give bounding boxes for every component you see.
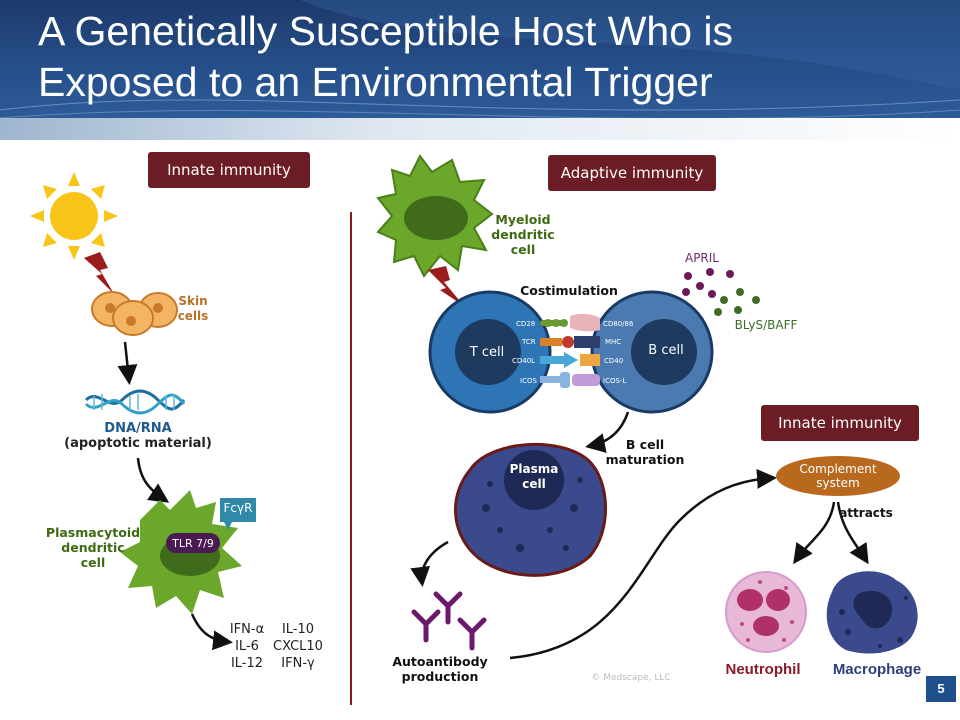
receptor-pairs [540,313,600,388]
dna-rna-label: DNA/RNA [104,421,172,436]
macrophage-label: Macrophage [832,661,922,678]
cytokines-column-1: IFN-α IL-6 IL-12 [229,622,265,671]
adaptive-immunity-tag: Adaptive immunity [548,155,716,191]
skin-cells-label: Skin cells [177,294,209,323]
b-cell-label: B cell [648,343,684,358]
myeloid-dendritic-cell-label: Myeloid dendritic cell [491,212,555,257]
april-label: APRIL [684,251,719,265]
receptor-icosl-label: ICOS-L [603,377,627,385]
tlr-badge [166,533,220,553]
plasma-cell-icon [454,442,607,577]
sun-icon [30,172,118,260]
t-cell-label: T cell [469,345,505,360]
attracts-label: attracts [839,506,893,520]
innate-immunity-tag-right: Innate immunity [761,405,919,441]
icos-icosl-pair [540,372,600,388]
b-cell-icon [590,290,714,414]
costimulation-label: Costimulation [520,283,618,298]
fcgr-label: FcγR [223,501,253,515]
macrophage-icon [826,571,918,654]
title-line-1: A Genetically Susceptible Host Who is [38,8,734,54]
receptor-tcr-label: TCR [522,338,536,346]
skin-cells-icon [91,291,178,336]
cytokines-column-2: IL-10 CXCL10 IFN-γ [273,622,323,671]
receptor-cd80-label: CD80/86 [603,320,634,328]
copyright-text: © Medscape, LLC [591,673,671,683]
cd40l-cd40-pair [540,352,600,368]
tcr-mhc-pair [540,336,600,348]
april-dots [682,268,734,298]
innate-immunity-tag-left: Innate immunity [148,152,310,188]
title-banner [0,0,960,132]
receptor-icos-label: ICOS [520,377,537,385]
banner-strip [0,118,960,140]
autoantibody-production-label: Autoantibody production [392,654,488,684]
title-line-2: Exposed to an Environmental Trigger [38,59,713,105]
fcgr-receptor-icon [220,498,256,530]
complement-system-label: Complement system [799,462,877,490]
receptor-cd28-label: CD28 [516,320,536,328]
apoptotic-material-label: (apoptotic material) [64,436,212,451]
antibody-icons [411,591,487,651]
blys-dots [714,288,760,316]
b-cell-maturation-label: B cell maturation [605,437,685,467]
myeloid-dendritic-cell-icon [376,154,494,278]
banner-waves [0,0,960,120]
receptor-mhc-label: MHC [605,338,622,346]
slide-title: A Genetically Susceptible Host Who is Ex… [38,6,938,108]
page-number: 5 [926,676,956,702]
t-cell-icon [428,290,552,414]
cd28-cd80-pair [540,313,600,332]
receptor-cd40l-label: CD40L [512,357,536,365]
neutrophil-label: Neutrophil [725,661,801,678]
complement-system-badge [776,456,900,496]
plasma-cell-label: Plasma cell [509,462,559,491]
blys-baff-label: BLyS/BAFF [734,318,798,332]
neutrophil-icon [725,571,807,653]
lightning-bolt-icon-2 [428,266,464,306]
plasmacytoid-dendritic-cell-label: Plasmacytoid dendritic cell [45,525,141,570]
lightning-bolt-icon [84,252,114,294]
dna-helix-icon [84,389,186,415]
tlr-label: TLR 7/9 [172,537,214,550]
receptor-cd40-label: CD40 [604,357,624,365]
